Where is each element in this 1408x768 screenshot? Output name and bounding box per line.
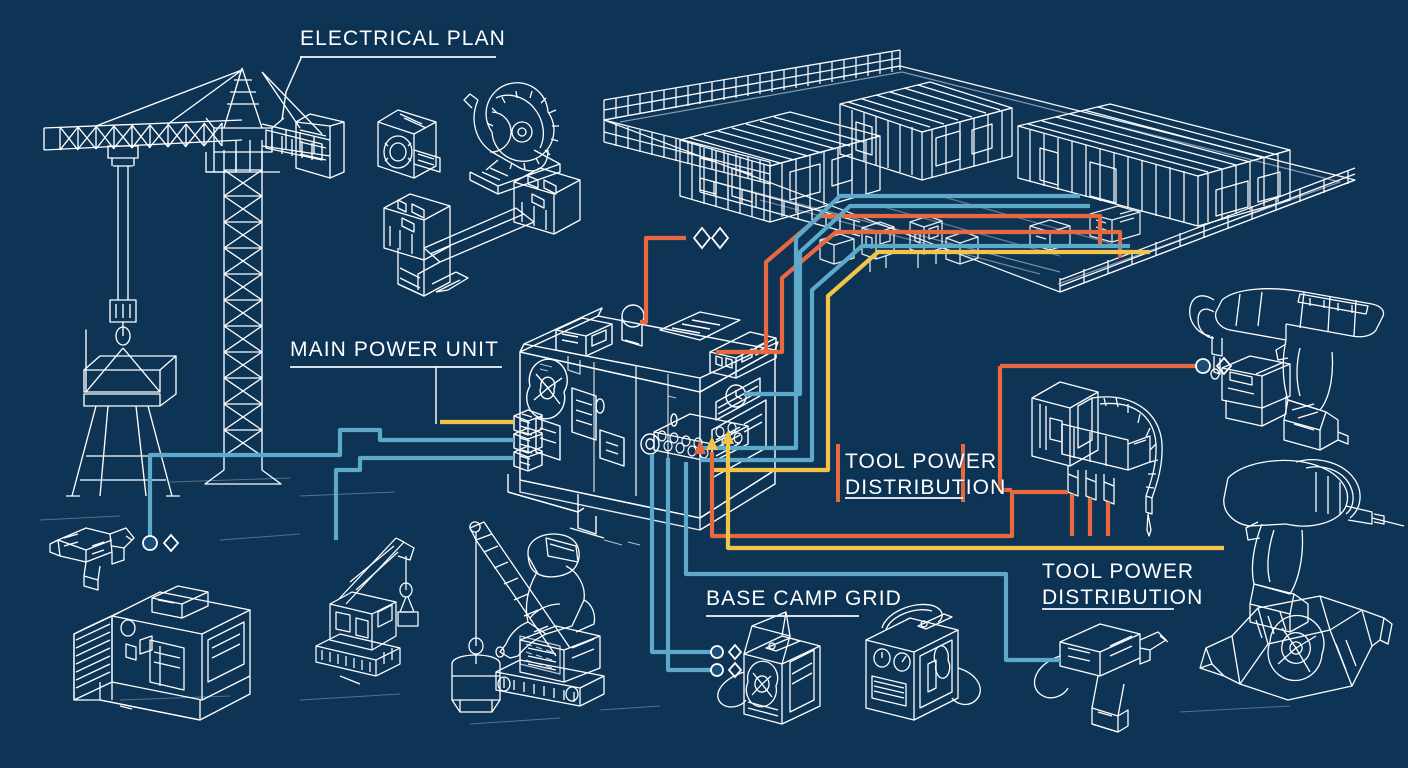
cable-yellow-site-feed: [712, 249, 1150, 473]
circular-saw: [463, 82, 561, 195]
cable-blue-site-feed-b: [700, 243, 1130, 463]
main-power-generator: [507, 304, 779, 546]
node-welder-a: [710, 643, 743, 661]
label-electrical-plan-underline: [300, 56, 496, 58]
cable-orange-probe-top: [640, 235, 686, 325]
ground-marks: [39, 477, 1291, 725]
cable-routes: [147, 193, 1224, 673]
cable-orange-site-feed-b: [724, 229, 1123, 355]
label-tool-power-distribution-lower-underline: [1042, 608, 1174, 610]
label-leaders: [281, 55, 437, 424]
plasma-welding-unit: [1031, 381, 1163, 537]
node-top-probe: [692, 226, 730, 250]
label-accents: [836, 444, 965, 502]
leader-electrical-plan: [281, 55, 303, 121]
cable-orange-site-feed-a: [716, 213, 1103, 355]
mini-crane-operator: [451, 521, 605, 713]
conveyor-rig: [383, 167, 581, 297]
modular-site-plan: [603, 49, 1356, 293]
secondary-generator: [73, 585, 251, 721]
cable-blue-site-feed-c: [700, 193, 1080, 451]
impact-driver-right: [1223, 459, 1405, 633]
welder-inverter-a: [717, 611, 821, 725]
node-left-drill: [142, 533, 180, 553]
crawler-crane: [315, 537, 419, 685]
cable-orange-tool-dist: [709, 452, 1068, 539]
battery-pack-a: [1221, 355, 1291, 427]
outlet-plug-arrows: [694, 430, 734, 454]
cable-blue-crane-drill: [147, 427, 514, 543]
cordless-drill-lower: [1034, 623, 1169, 733]
label-base-camp-grid-underline: [706, 615, 859, 617]
cable-blue-welder-a: [649, 454, 712, 655]
welder-inverter-b: [865, 603, 981, 721]
cable-yellow-tool-dist: [725, 444, 1224, 551]
tower-crane: [43, 67, 345, 497]
grinder-right-lower: [1199, 595, 1393, 701]
node-welder-b: [710, 661, 743, 679]
node-right-top: [1195, 356, 1233, 376]
cable-orange-node-right-drop: [997, 366, 1012, 493]
cordless-drill-left: [49, 527, 135, 591]
cable-blue-welder-b: [665, 458, 712, 673]
angle-grinder: [377, 109, 441, 179]
drill-driver-right: [1189, 288, 1385, 451]
cable-blue-basecamp: [683, 462, 1060, 663]
connector-nodes: [142, 226, 1233, 679]
label-main-power-unit-underline: [290, 366, 502, 368]
cable-blue-site-feed-a: [744, 203, 1090, 397]
label-tool-power-distribution-upper-underline: [845, 497, 963, 499]
cable-blue-left-feed: [333, 455, 514, 540]
